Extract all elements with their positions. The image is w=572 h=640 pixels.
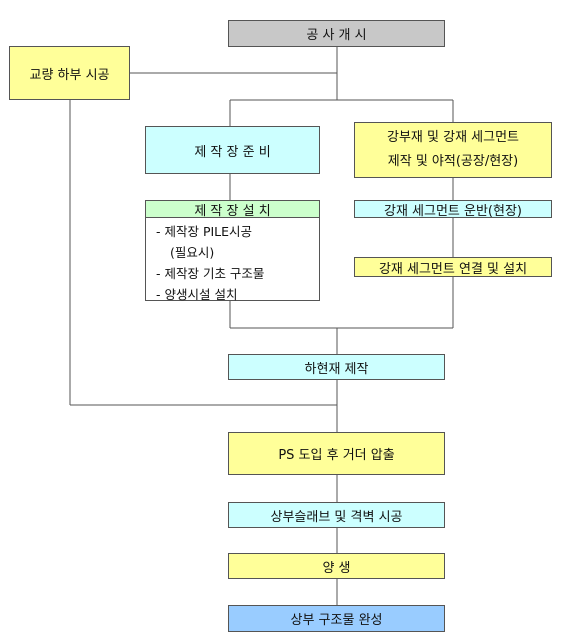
node-start: 공 사 개 시 <box>228 20 445 47</box>
node-curing-label: 양 생 <box>322 560 351 576</box>
yard-item-curing-facility: - 양생시설 설치 <box>156 287 238 302</box>
node-connect: 강재 세그먼트 연결 및 설치 <box>354 257 552 277</box>
node-slab: 상부슬래브 및 격벽 시공 <box>228 502 445 528</box>
node-lower-chord: 하현재 제작 <box>228 354 445 380</box>
node-complete: 상부 구조물 완성 <box>228 605 445 632</box>
yard-item-foundation: - 제작장 기초 구조물 <box>156 266 265 281</box>
node-transport-label: 강재 세그먼트 운반(현장) <box>383 203 522 219</box>
node-substructure: 교량 하부 시공 <box>9 46 130 100</box>
node-connect-label: 강재 세그먼트 연결 및 설치 <box>378 261 528 277</box>
node-curing: 양 생 <box>228 553 445 579</box>
node-install-yard-label: 제 작 장 설 치 <box>194 203 271 219</box>
node-steel-line2: 제작 및 야적(공장/현장) <box>387 154 519 169</box>
node-ps-launch: PS 도입 후 거더 압출 <box>228 432 445 475</box>
node-prepare-yard-label: 제 작 장 준 비 <box>194 144 271 160</box>
node-lower-chord-label: 하현재 제작 <box>304 361 369 377</box>
node-slab-label: 상부슬래브 및 격벽 시공 <box>270 509 403 525</box>
node-complete-label: 상부 구조물 완성 <box>290 613 383 628</box>
yard-item-pile: - 제작장 PILE시공 <box>156 224 253 239</box>
yard-item-pile-note: (필요시) <box>170 245 215 260</box>
node-install-yard: 제 작 장 설 치 <box>145 200 320 219</box>
node-ps-launch-label: PS 도입 후 거더 압출 <box>278 448 395 463</box>
node-transport: 강재 세그먼트 운반(현장) <box>354 200 552 219</box>
install-yard-details: - 제작장 PILE시공 (필요시) - 제작장 기초 구조물 - 양생시설 설… <box>145 217 320 302</box>
node-start-label: 공 사 개 시 <box>306 28 367 43</box>
node-prepare-yard: 제 작 장 준 비 <box>145 126 320 174</box>
node-substructure-label: 교량 하부 시공 <box>29 67 110 83</box>
node-steel-line1: 강부재 및 강재 세그먼트 <box>387 130 519 145</box>
node-steel-fabrication: 강부재 및 강재 세그먼트 제작 및 야적(공장/현장) <box>354 122 552 178</box>
